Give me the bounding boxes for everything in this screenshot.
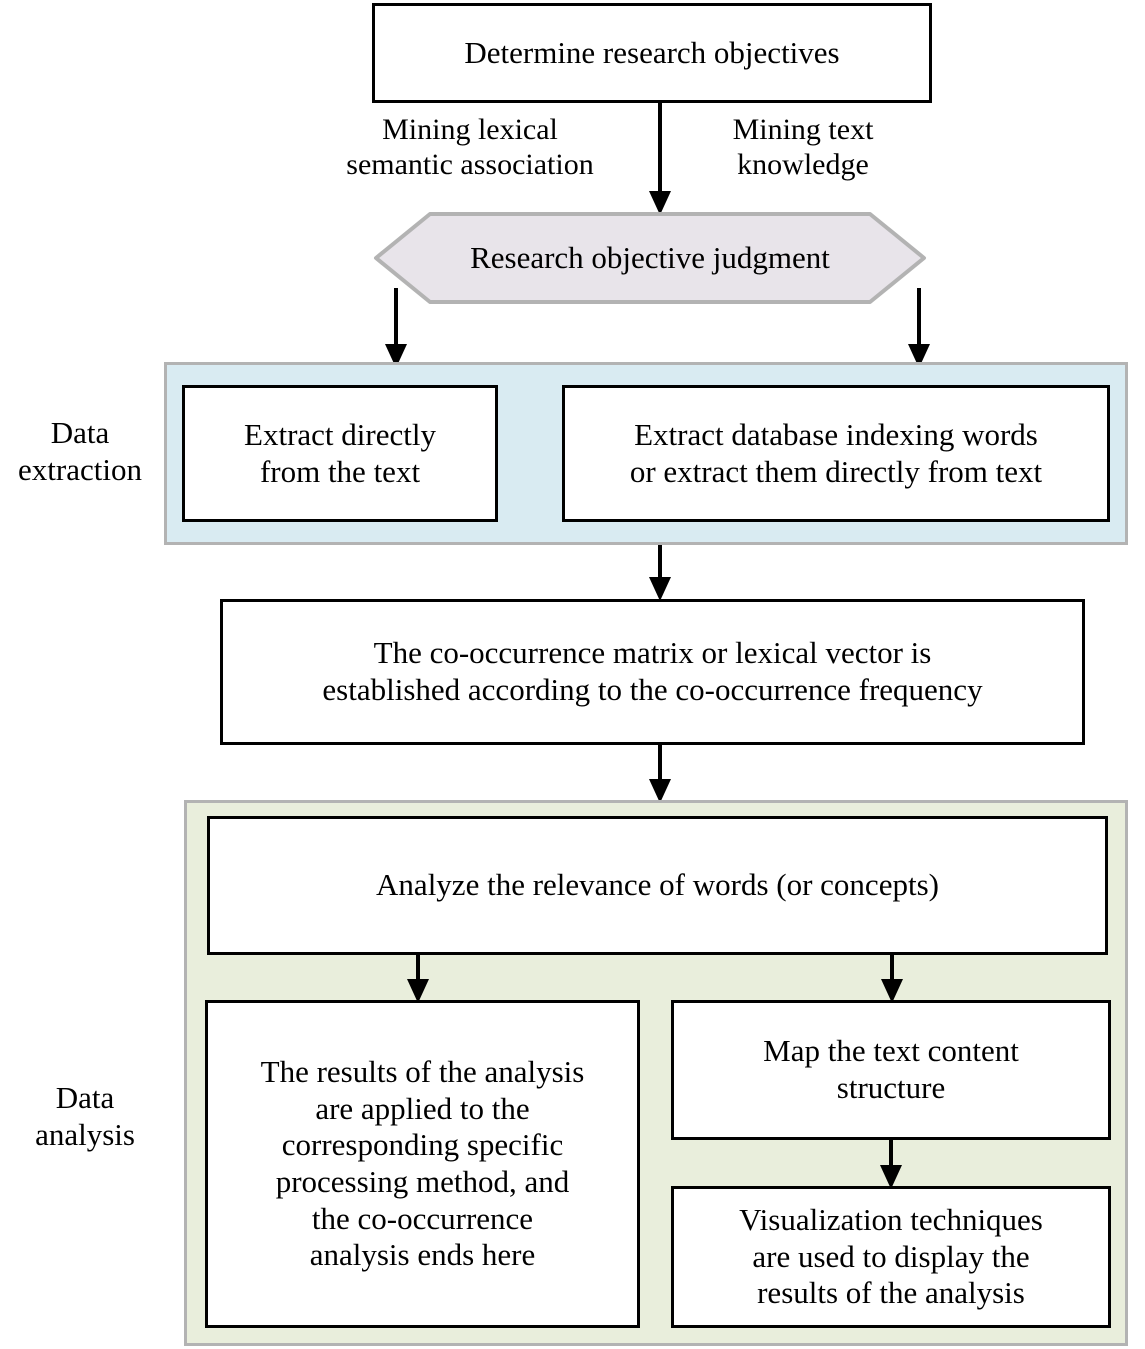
node-determine-research-objectives: Determine research objectives [372, 3, 932, 103]
edge-label-mining-text-knowledge: Mining text knowledge [732, 113, 874, 182]
edge-extraction-to-cooccurrence-matrix [645, 545, 675, 601]
node-map-text-content-structure: Map the text content structure [671, 1000, 1111, 1140]
node-research-objective-judgment: Research objective judgment [372, 212, 928, 304]
node-label: Map the text content structure [763, 1033, 1019, 1105]
edge-map-structure-to-visualization [876, 1140, 906, 1189]
node-cooccurrence-matrix: The co-occurrence matrix or lexical vect… [220, 599, 1085, 745]
edge-judgment-to-extract-database [904, 288, 934, 368]
node-extract-database-indexing-words: Extract database indexing words or extra… [562, 385, 1110, 522]
hexagon-shape [374, 212, 926, 304]
section-label-data-analysis: Data analysis [35, 1080, 135, 1152]
node-label: The results of the analysis are applied … [260, 1054, 585, 1273]
node-label: Visualization techniques are used to dis… [739, 1202, 1043, 1311]
node-visualization-techniques: Visualization techniques are used to dis… [671, 1186, 1111, 1328]
node-label: Extract database indexing words or extra… [629, 416, 1043, 489]
edge-objectives-to-judgment [645, 103, 675, 215]
node-results-applied: The results of the analysis are applied … [205, 1000, 640, 1328]
node-label: Determine research objectives [464, 34, 840, 70]
edge-label-mining-lexical-semantic-association: Mining lexical semantic association [346, 113, 594, 182]
edge-judgment-to-extract-direct [381, 288, 411, 368]
edge-cooccurrence-to-analysis [645, 745, 675, 803]
section-label-data-extraction: Data extraction [18, 415, 142, 487]
node-label: The co-occurrence matrix or lexical vect… [322, 635, 983, 707]
edge-analyze-to-map-structure [877, 955, 907, 1003]
node-label: Analyze the relevance of words (or conce… [376, 867, 939, 903]
node-label: Extract directly from the text [244, 416, 436, 489]
edge-analyze-to-results-applied [403, 955, 433, 1003]
node-extract-directly-from-text: Extract directly from the text [182, 385, 498, 522]
node-label: Research objective judgment [470, 240, 830, 275]
node-analyze-relevance: Analyze the relevance of words (or conce… [207, 816, 1108, 955]
